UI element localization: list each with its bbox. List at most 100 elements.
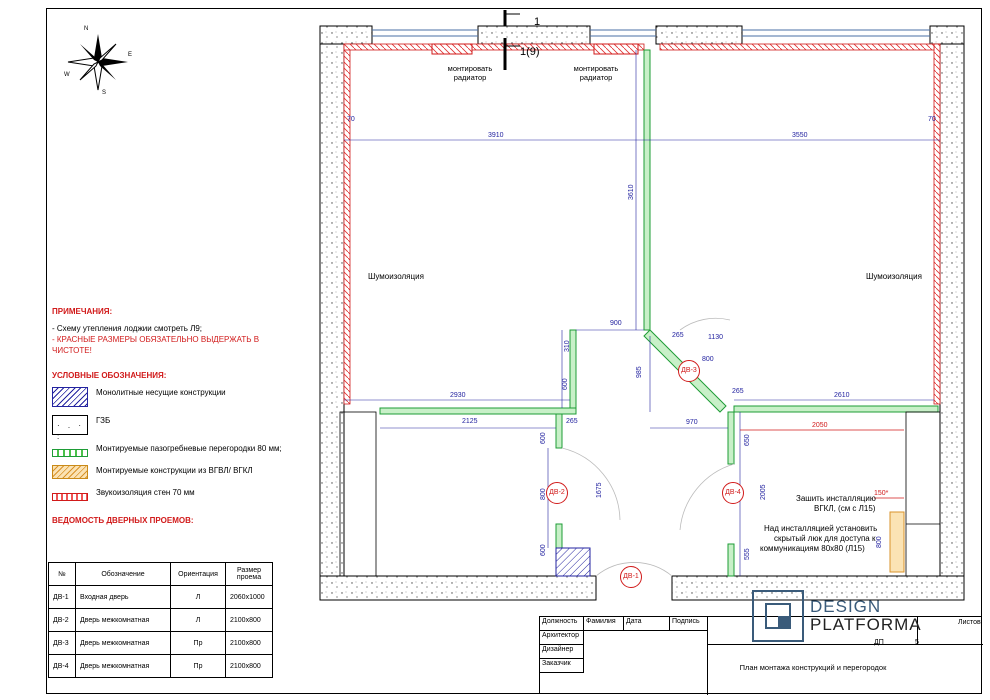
legend-swatch-partition [52,449,88,457]
cell: Входная дверь [75,585,171,609]
door-tag-dv2: ДВ-2 [546,482,568,504]
cell: 2100х800 [225,654,273,678]
install-note-5: коммуникациям 80х80 (Л15) [760,544,865,553]
legend-text-monolith: Монолитные несущие конструкции [96,388,226,397]
stamp-h-data: Дата [624,617,670,631]
section-mark-top: 1 [534,16,541,28]
dim-3550: 3550 [792,132,808,139]
door-tag-dv3: ДВ-3 [678,360,700,382]
legend-swatch-sound [52,493,88,501]
stamp-r3: Заказчик [540,659,584,673]
legend-partition: Монтируемые пазогребневые перегородки 80… [52,443,287,457]
legend-swatch-gzb [52,415,88,442]
dim-900: 900 [610,320,622,327]
cell: Дверь межкомнатная [75,654,171,678]
compass-rose [67,34,128,91]
install-note-3: Над инсталляцией установить [764,524,878,533]
legend-gkl: Монтируемые конструкции из ВГВЛ/ ВГКЛ [52,465,287,479]
stamp-h-dolzh: Должность [540,617,584,631]
cell: Пр [170,631,226,655]
dim-3910: 3910 [488,132,504,139]
dim-265-diag-2: 265 [732,388,744,395]
legend-swatch-gkl [52,465,88,479]
compass-w: W [64,72,70,78]
cell: ДВ-4 [48,654,76,678]
dim-1130: 1130 [708,334,724,341]
legend-text-sound: Звукоизоляция стен 70 мм [96,488,195,497]
stamp-r1: Архитектор [540,631,584,645]
install-note-1: Зашить инсталляцию [796,494,876,503]
soundproof-label-left: Шумоизоляция [368,272,424,281]
notes-panel: ПРИМЕЧАНИЯ: - Схему утепления лоджии смо… [52,306,287,532]
dim-1675: 1675 [596,482,603,498]
legend-monolith: Монолитные несущие конструкции [52,387,287,407]
compass-s: S [102,90,107,96]
dim-800-vert: 800 [876,536,883,548]
legend-text-partition: Монтируемые пазогребневые перегородки 80… [96,444,282,453]
col-orient: Ориентация [170,562,226,586]
radiator-label-left: монтировать радиатор [447,64,493,82]
doors-header: ВЕДОМОСТЬ ДВЕРНЫХ ПРОЕМОВ: [52,516,194,525]
compass-n: N [84,26,89,32]
dim-265: 265 [566,418,578,425]
stamp-h-fam: Фамилия [584,617,624,631]
stamp-blank [584,631,708,695]
stamp-sheets: Листов [918,617,983,645]
title-block: Должность Фамилия Дата Подпись Архитекто… [539,616,983,695]
legend-header: УСЛОВНЫЕ ОБОЗНАЧЕНИЯ: [52,371,167,380]
dim-310: 310 [564,340,571,352]
stamp-list-label: Листов [958,619,981,626]
logo-mark-icon [752,590,804,642]
dim-600: 600 [562,378,569,390]
dim-650: 650 [744,434,751,446]
cell: ДВ-1 [48,585,76,609]
dim-555: 555 [744,548,751,560]
door-tag-dv4: ДВ-4 [722,482,744,504]
note-line-2: - КРАСНЫЕ РАЗМЕРЫ ОБЯЗАТЕЛЬНО ВЫДЕРЖАТЬ … [52,335,260,355]
dim-2930: 2930 [450,392,466,399]
table-header-row: № Обозначение Ориентация Размер проема [48,562,273,586]
drawing-frame [46,8,982,694]
design-platforma-logo: DESIGN PLATFORMA [752,590,922,642]
cell: Пр [170,654,226,678]
col-name: Обозначение [75,562,171,586]
radiator-label-right: монтировать радиатор [573,64,619,82]
stamp-r2: Дизайнер [540,645,584,659]
dim-600-top: 600 [540,432,547,444]
notes-header: ПРИМЕЧАНИЯ: [52,307,113,316]
stamp-title: План монтажа конструкций и перегородок [739,663,887,672]
cell: Л [170,585,226,609]
cell: 2100х800 [225,608,273,632]
dim-265-diag: 265 [672,332,684,339]
stamp-sheet-code: ДП [874,639,884,646]
stamp-h-podp: Подпись [670,617,708,631]
cell: Дверь межкомнатная [75,608,171,632]
cell: ДВ-2 [48,608,76,632]
dim-985: 985 [636,366,643,378]
door-schedule-table: № Обозначение Ориентация Размер проема Д… [48,562,273,678]
dim-800-diag: 800 [702,356,714,363]
legend-sound: Звукоизоляция стен 70 мм [52,487,287,501]
dim-600-bottom: 600 [540,544,547,556]
door-tag-dv1: ДВ-1 [620,566,642,588]
logo-line-1: DESIGN [810,597,882,616]
dim-2610: 2610 [834,392,850,399]
stamp-top-blank [708,617,918,645]
dim-970: 970 [686,419,698,426]
logo-line-2: PLATFORMA [810,615,922,634]
cell: Л [170,608,226,632]
stamp-sheet-num: 5 [915,639,919,646]
dim-2125: 2125 [462,418,478,425]
dim-3610: 3610 [628,184,635,200]
compass-e: E [128,52,133,58]
cell: 2060х1000 [225,585,273,609]
install-note-2: ВГКЛ, (см с Л15) [814,504,876,513]
cell: ДВ-3 [48,631,76,655]
dim-2050: 2050 [812,422,828,429]
soundproof-label-right: Шумоизоляция [866,272,922,281]
